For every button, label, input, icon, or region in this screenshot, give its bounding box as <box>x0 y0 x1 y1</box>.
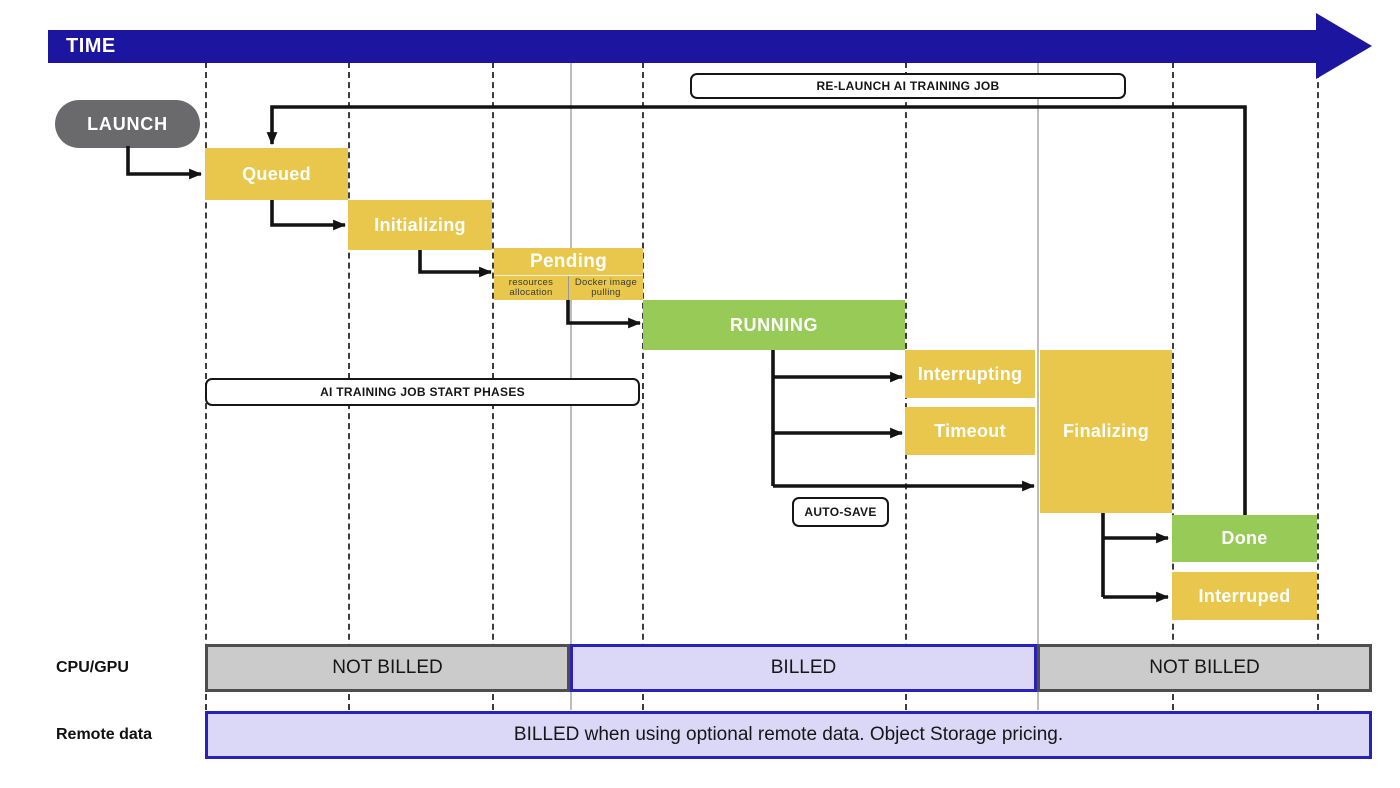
pending-substep-resources: resources allocation <box>494 276 569 300</box>
node-pending: Pending resources allocation Docker imag… <box>494 248 643 300</box>
arrow-pending-to-running <box>566 300 642 329</box>
node-interruped: Interruped <box>1172 572 1317 620</box>
node-launch: LAUNCH <box>55 100 200 148</box>
node-initializing-label: Initializing <box>374 214 466 235</box>
node-launch-label: LAUNCH <box>87 113 168 134</box>
callout-relaunch: RE-LAUNCH AI TRAINING JOB <box>690 73 1126 99</box>
node-interrupting: Interrupting <box>905 350 1035 398</box>
callout-autosave: AUTO-SAVE <box>792 497 889 527</box>
node-timeout: Timeout <box>905 407 1035 455</box>
guide-dashed-line <box>1317 62 1319 710</box>
node-done-label: Done <box>1221 528 1268 548</box>
time-axis-bar: TIME <box>48 30 1316 63</box>
pending-substep-docker: Docker image pulling <box>574 276 638 299</box>
node-queued: Queued <box>205 148 348 200</box>
cpu-segment-not-billed-left: NOT BILLED <box>205 644 570 692</box>
callout-start-phases: AI TRAINING JOB START PHASES <box>205 378 640 406</box>
time-axis-label: TIME <box>66 35 116 57</box>
cpu-segment-label: NOT BILLED <box>332 657 443 678</box>
node-done: Done <box>1172 515 1317 562</box>
guide-solid-line <box>1037 62 1039 710</box>
node-finalizing-label: Finalizing <box>1063 421 1149 441</box>
arrow-queued-to-initializing <box>270 200 347 231</box>
node-finalizing: Finalizing <box>1040 350 1172 513</box>
remote-data-row-label: Remote data <box>56 726 153 743</box>
node-initializing: Initializing <box>348 200 492 250</box>
callout-autosave-label: AUTO-SAVE <box>804 505 877 519</box>
cpu-segment-label: NOT BILLED <box>1149 657 1260 678</box>
node-queued-label: Queued <box>242 163 311 184</box>
callout-start-phases-label: AI TRAINING JOB START PHASES <box>320 385 525 399</box>
arrow-initializing-to-pending <box>418 250 493 278</box>
node-interruped-label: Interruped <box>1198 585 1291 606</box>
cpu-segment-billed: BILLED <box>570 644 1037 692</box>
node-running: RUNNING <box>643 300 905 350</box>
node-pending-substeps: resources allocation Docker image pullin… <box>494 275 643 300</box>
cpu-segment-label: BILLED <box>770 657 837 678</box>
node-timeout-label: Timeout <box>934 420 1006 441</box>
guide-dashed-line <box>642 62 644 710</box>
remote-data-billed-bar: BILLED when using optional remote data. … <box>205 711 1372 759</box>
node-pending-label: Pending <box>529 250 608 272</box>
callout-relaunch-label: RE-LAUNCH AI TRAINING JOB <box>816 79 1000 93</box>
node-interrupting-label: Interrupting <box>917 363 1023 384</box>
time-axis-arrowhead-icon <box>1316 13 1372 79</box>
arrow-launch-to-queued <box>126 146 203 180</box>
remote-data-note: BILLED when using optional remote data. … <box>513 724 1064 745</box>
cpu-segment-not-billed-right: NOT BILLED <box>1037 644 1372 692</box>
cpu-gpu-row-label: CPU/GPU <box>56 659 129 676</box>
node-running-label: RUNNING <box>729 314 819 335</box>
